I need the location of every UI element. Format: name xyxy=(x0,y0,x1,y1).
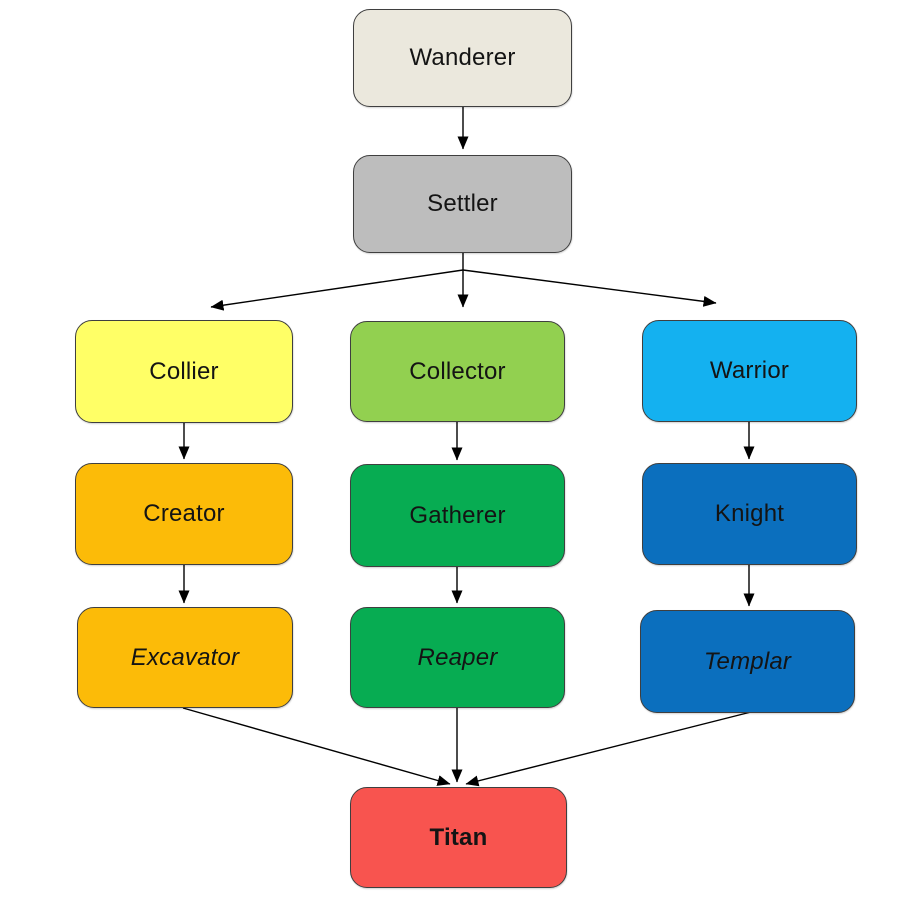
node-label: Excavator xyxy=(130,643,240,671)
edge-branch-to-warrior xyxy=(462,269,717,307)
node-knight: Knight xyxy=(642,463,857,565)
node-settler: Settler xyxy=(353,155,572,253)
node-gatherer: Gatherer xyxy=(350,464,565,567)
node-creator: Creator xyxy=(75,463,293,565)
node-label: Titan xyxy=(429,823,488,851)
node-label: Templar xyxy=(703,647,792,675)
node-label: Knight xyxy=(714,500,785,527)
node-warrior: Warrior xyxy=(642,320,857,422)
node-label: Creator xyxy=(143,500,225,527)
node-reaper: Reaper xyxy=(350,607,565,708)
node-excavator: Excavator xyxy=(77,607,293,708)
node-label: Gatherer xyxy=(409,501,506,529)
node-label: Warrior xyxy=(709,357,790,384)
node-collector: Collector xyxy=(350,321,565,422)
node-templar: Templar xyxy=(640,610,855,713)
node-label: Collector xyxy=(409,357,506,385)
edge-excavator-to-titan xyxy=(182,707,451,786)
node-label: Reaper xyxy=(417,643,498,671)
node-wanderer: Wanderer xyxy=(353,9,572,107)
node-titan: Titan xyxy=(350,787,567,888)
node-collier: Collier xyxy=(75,320,293,423)
edge-branch-to-collier xyxy=(210,269,464,311)
edge-templar-to-titan xyxy=(465,711,752,787)
node-label: Settler xyxy=(427,190,498,217)
node-label: Wanderer xyxy=(409,44,516,71)
node-label: Collier xyxy=(149,357,219,385)
